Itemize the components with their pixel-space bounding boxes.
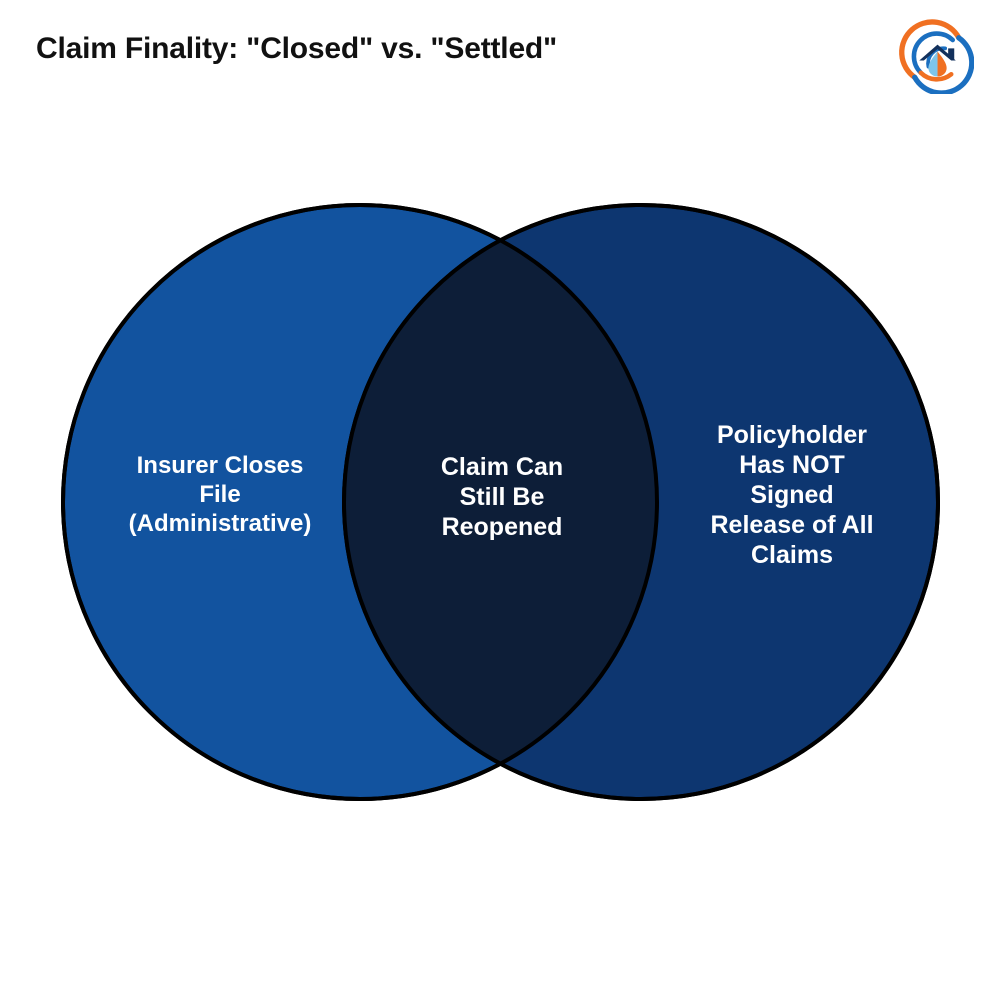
venn-intersection-region xyxy=(344,205,657,799)
venn-circle-left-outline xyxy=(61,203,659,801)
company-logo-icon xyxy=(899,19,975,96)
company-logo xyxy=(898,18,975,96)
header-bar: Claim Finality: "Closed" vs. "Settled" xyxy=(0,0,1000,110)
venn-circle-right-outline xyxy=(342,203,940,801)
page-title: Claim Finality: "Closed" vs. "Settled" xyxy=(36,32,558,65)
